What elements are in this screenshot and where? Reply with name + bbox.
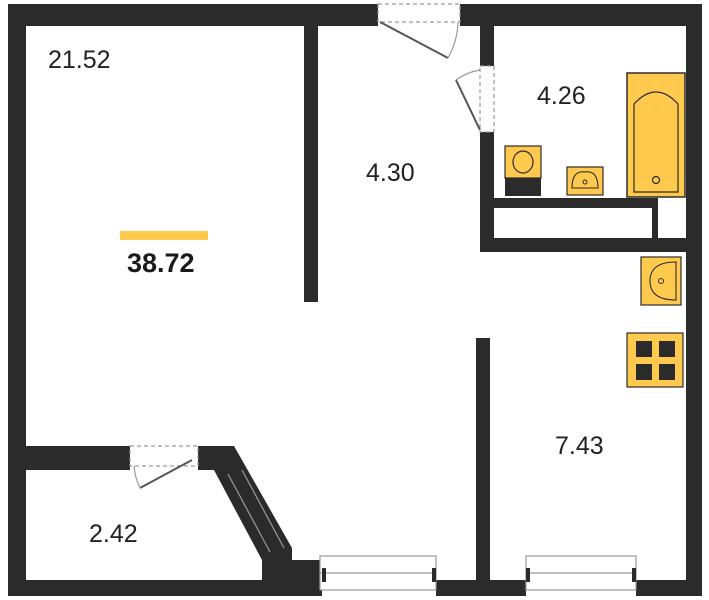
doors bbox=[129, 3, 495, 489]
loggia-door-frame bbox=[129, 445, 199, 467]
wall-right bbox=[686, 4, 702, 596]
window-post bbox=[322, 568, 326, 582]
entrance-door-arc bbox=[447, 21, 459, 59]
room-area-bathroom: 4.26 bbox=[537, 82, 586, 110]
wall-loggia-corner bbox=[262, 560, 322, 596]
wall-bath-left-lower bbox=[480, 132, 494, 250]
stove-burner bbox=[636, 364, 652, 380]
stove-burner bbox=[659, 364, 675, 380]
wall-top-left bbox=[8, 4, 378, 26]
kitchen-sink-bowl bbox=[649, 261, 677, 301]
wall-bath-bottom bbox=[480, 238, 702, 252]
bath-door-leaf bbox=[455, 79, 481, 131]
wall-hall-kitchen bbox=[476, 338, 490, 588]
bathtub-inner bbox=[633, 91, 679, 193]
room-area-living: 21.52 bbox=[48, 46, 111, 74]
loggia-door-arc bbox=[133, 465, 141, 489]
total-area-accent-bar bbox=[120, 231, 208, 240]
stove-burner bbox=[659, 341, 675, 357]
windows bbox=[227, 469, 637, 591]
wall-bath-niche-post bbox=[652, 198, 658, 238]
wall-loggia-diagonal bbox=[198, 446, 292, 596]
room-area-loggia: 2.42 bbox=[89, 520, 138, 548]
wall-bottom-left bbox=[8, 580, 320, 596]
wall-loggia-top-left bbox=[8, 446, 130, 470]
walls bbox=[8, 4, 702, 596]
wall-left bbox=[8, 4, 26, 596]
entrance-door-leaf bbox=[379, 21, 449, 59]
window-loggia-diag-a bbox=[227, 473, 271, 553]
bath-door-arc bbox=[455, 69, 481, 81]
window-loggia-diag-b bbox=[241, 469, 285, 549]
kitchen-sink bbox=[640, 256, 682, 306]
bathtub-drain bbox=[651, 175, 661, 185]
wall-top-right bbox=[460, 4, 702, 26]
total-area: 38.72 bbox=[127, 248, 195, 278]
bath-door-frame bbox=[479, 65, 495, 133]
toilet-tank bbox=[505, 176, 541, 196]
room-area-hall: 4.30 bbox=[366, 159, 415, 187]
wall-bottom-right bbox=[636, 580, 702, 596]
entrance-door-frame bbox=[377, 3, 461, 23]
wall-bath-niche bbox=[494, 198, 654, 208]
room-area-kitchen: 7.43 bbox=[555, 432, 604, 460]
wall-bath-left-upper bbox=[480, 26, 494, 66]
toilet-bowl bbox=[512, 150, 534, 174]
wall-living-hall bbox=[304, 26, 318, 302]
loggia-door-leaf bbox=[139, 459, 193, 489]
fixtures bbox=[504, 72, 686, 388]
bath-sink-bowl bbox=[571, 171, 599, 189]
stove-burner bbox=[636, 341, 652, 357]
